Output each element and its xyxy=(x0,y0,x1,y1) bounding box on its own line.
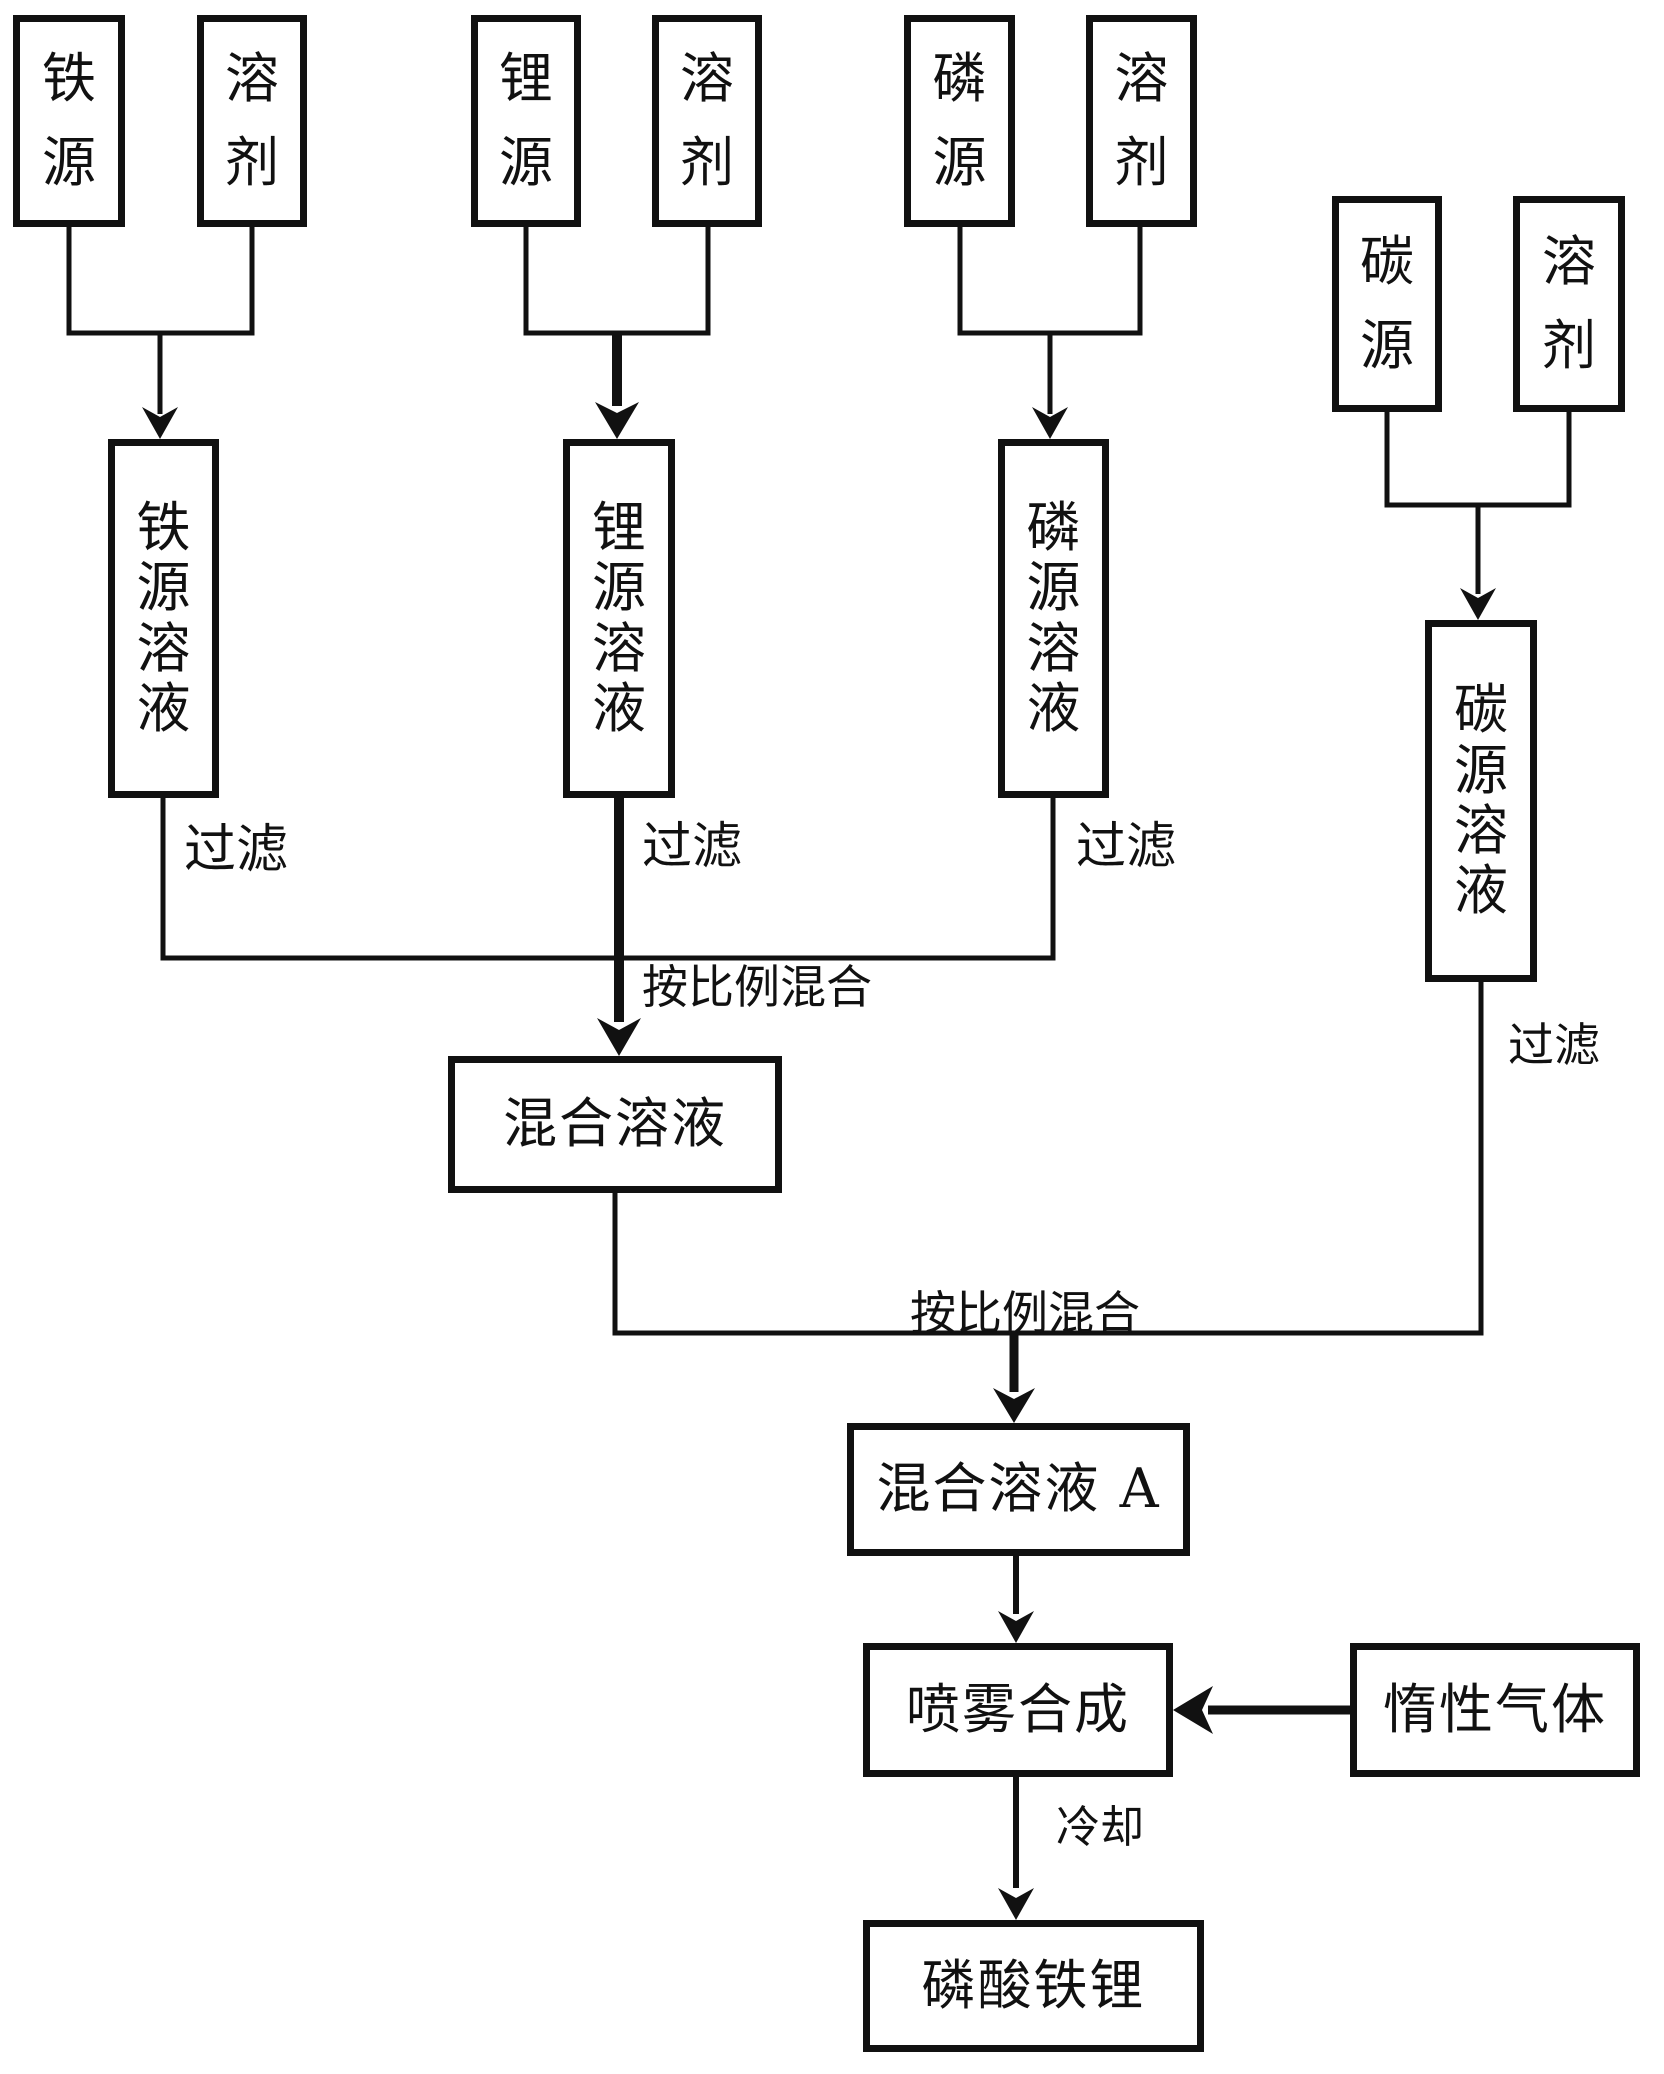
mix-in-proportion-label-1: 按比例混合 xyxy=(642,960,872,1014)
filter-label-iron: 过滤 xyxy=(184,820,289,880)
box-inert-gas: 惰性气体 xyxy=(1350,1643,1640,1777)
box-lithium-iron-phosphate: 磷酸铁锂 xyxy=(863,1920,1204,2052)
arrowhead-lithium xyxy=(595,402,639,439)
carbon-source-label: 碳源 xyxy=(1360,230,1414,377)
mix-bus-2 xyxy=(612,980,1484,1392)
mixed-solution-a-label: 混合溶液 A xyxy=(876,1457,1161,1521)
box-solvent-phosphorus: 溶剂 xyxy=(1086,15,1197,227)
box-solvent-lithium: 溶剂 xyxy=(652,15,762,227)
spray-synthesis-label: 喷雾合成 xyxy=(906,1677,1130,1741)
arrowhead-product xyxy=(998,1888,1034,1920)
box-iron-solution: 铁源溶液 xyxy=(108,439,219,798)
lithium-solution-label: 锂源溶液 xyxy=(592,495,646,740)
box-lithium-source: 锂源 xyxy=(471,15,581,227)
merge-bracket-iron xyxy=(66,225,255,414)
solvent-label: 溶剂 xyxy=(1114,47,1169,194)
merge-bracket-carbon xyxy=(1384,410,1572,594)
iron-solution-label: 铁源溶液 xyxy=(136,495,191,740)
arrowhead-mixed-a xyxy=(993,1388,1035,1423)
arrowhead-iron xyxy=(142,407,178,439)
arrowhead-carbon xyxy=(1460,588,1496,620)
filter-label-phosphorus: 过滤 xyxy=(1076,817,1176,875)
box-iron-source: 铁源 xyxy=(13,15,125,227)
merge-bracket-lithium xyxy=(523,225,711,406)
box-carbon-source: 碳源 xyxy=(1332,196,1442,412)
phosphorus-source-label: 磷源 xyxy=(932,47,987,194)
mixed-solution-label: 混合溶液 xyxy=(503,1092,727,1156)
box-carbon-solution: 碳源溶液 xyxy=(1425,620,1537,982)
box-solvent-carbon: 溶剂 xyxy=(1513,196,1625,412)
filter-label-lithium: 过滤 xyxy=(642,817,742,875)
box-spray-synthesis: 喷雾合成 xyxy=(863,1643,1173,1777)
filter-label-carbon: 过滤 xyxy=(1508,1018,1600,1072)
solvent-label: 溶剂 xyxy=(680,47,734,194)
mix-in-proportion-label-2: 按比例混合 xyxy=(910,1286,1140,1340)
arrowhead-phosphorus xyxy=(1032,407,1068,439)
box-mixed-solution-a: 混合溶液 A xyxy=(847,1423,1190,1556)
solvent-label: 溶剂 xyxy=(225,47,279,194)
mix-bus-1 xyxy=(160,796,1056,961)
solvent-label: 溶剂 xyxy=(1542,230,1596,377)
lithium-source-label: 锂源 xyxy=(499,47,553,194)
inert-gas-label: 惰性气体 xyxy=(1383,1677,1607,1741)
arrowhead-spray xyxy=(998,1611,1034,1643)
box-phosphorus-solution: 磷源溶液 xyxy=(998,439,1109,798)
arrowhead-mixed xyxy=(597,1018,641,1056)
merge-bracket-phosphorus xyxy=(957,225,1143,414)
iron-source-label: 铁源 xyxy=(42,47,96,194)
cooling-label: 冷却 xyxy=(1056,1802,1144,1853)
box-solvent-iron: 溶剂 xyxy=(197,15,307,227)
arrowhead-inert xyxy=(1173,1686,1213,1734)
box-mixed-solution: 混合溶液 xyxy=(448,1056,782,1193)
box-phosphorus-source: 磷源 xyxy=(904,15,1015,227)
phosphorus-solution-label: 磷源溶液 xyxy=(1026,495,1081,740)
lithium-iron-phosphate-label: 磷酸铁锂 xyxy=(921,1953,1146,2017)
carbon-solution-label: 碳源溶液 xyxy=(1454,678,1508,923)
box-lithium-solution: 锂源溶液 xyxy=(563,439,675,798)
